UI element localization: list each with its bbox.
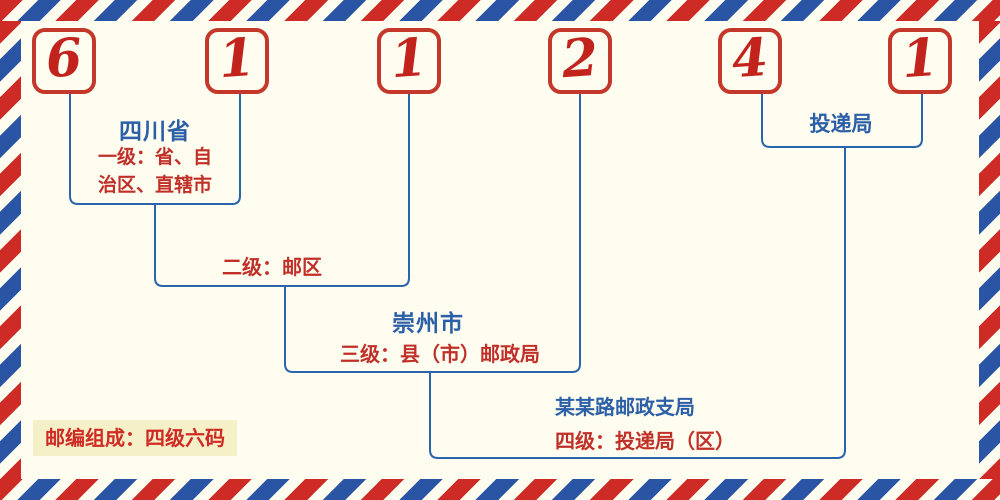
level1-desc-label: 一级：省、自治区、直辖市 (97, 146, 212, 196)
digit-3: 1 (388, 26, 430, 91)
digit-6: 1 (899, 26, 941, 91)
level4-desc-label: 四级：投递局（区） (555, 429, 735, 453)
airmail-border-top (0, 0, 1000, 21)
digit-box-6: 1 (888, 26, 952, 94)
digit-4: 2 (559, 26, 601, 91)
level3-place-label: 崇州市 (392, 311, 464, 337)
digit-1: 6 (43, 26, 85, 91)
footer-note: 邮编组成：四级六码 (33, 420, 237, 456)
airmail-border-left (0, 21, 21, 479)
digit-box-4: 2 (548, 26, 612, 94)
digit-box-1: 6 (32, 26, 96, 94)
level3-desc-label: 三级：县（市）邮政局 (340, 342, 540, 366)
digit-box-3: 1 (377, 26, 441, 94)
digit-5: 4 (729, 26, 771, 91)
level4-place-label: 投递局 (809, 112, 873, 136)
level1-place-label: 四川省 (119, 119, 191, 145)
level4-branch-label: 某某路邮政支局 (555, 395, 695, 419)
digit-box-2: 1 (205, 26, 269, 94)
level2-desc-label: 二级：邮区 (222, 255, 322, 279)
airmail-border-bottom (0, 479, 1000, 500)
digit-2: 1 (216, 26, 258, 91)
digit-box-5: 4 (718, 26, 782, 94)
airmail-border-right (979, 21, 1000, 479)
